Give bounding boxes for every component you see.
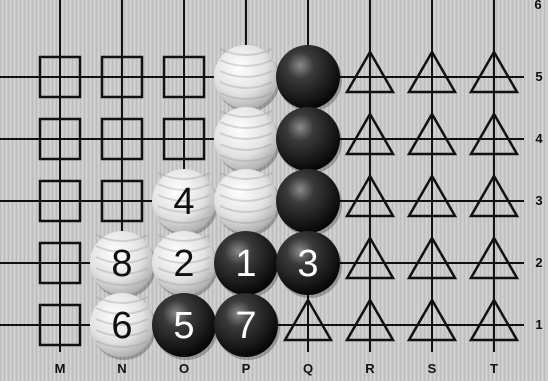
- row-label-4: 4: [531, 131, 547, 146]
- move-number: 7: [235, 305, 256, 347]
- column-label-T: T: [474, 361, 514, 376]
- move-number: 2: [173, 243, 194, 285]
- row-label-5: 5: [531, 69, 547, 84]
- column-label-S: S: [412, 361, 452, 376]
- column-label-P: P: [226, 361, 266, 376]
- column-label-M: M: [40, 361, 80, 376]
- column-label-Q: Q: [288, 361, 328, 376]
- column-label-N: N: [102, 361, 142, 376]
- row-label-top: 6: [534, 0, 541, 12]
- move-number: 6: [111, 305, 132, 347]
- row-label-2: 2: [531, 255, 547, 270]
- move-number: 4: [173, 181, 194, 223]
- move-number: 5: [173, 305, 194, 347]
- column-label-O: O: [164, 361, 204, 376]
- move-number: 1: [235, 243, 256, 285]
- column-label-R: R: [350, 361, 390, 376]
- move-number: 8: [111, 243, 132, 285]
- row-label-1: 1: [531, 317, 547, 332]
- row-label-3: 3: [531, 193, 547, 208]
- move-number: 3: [297, 243, 318, 285]
